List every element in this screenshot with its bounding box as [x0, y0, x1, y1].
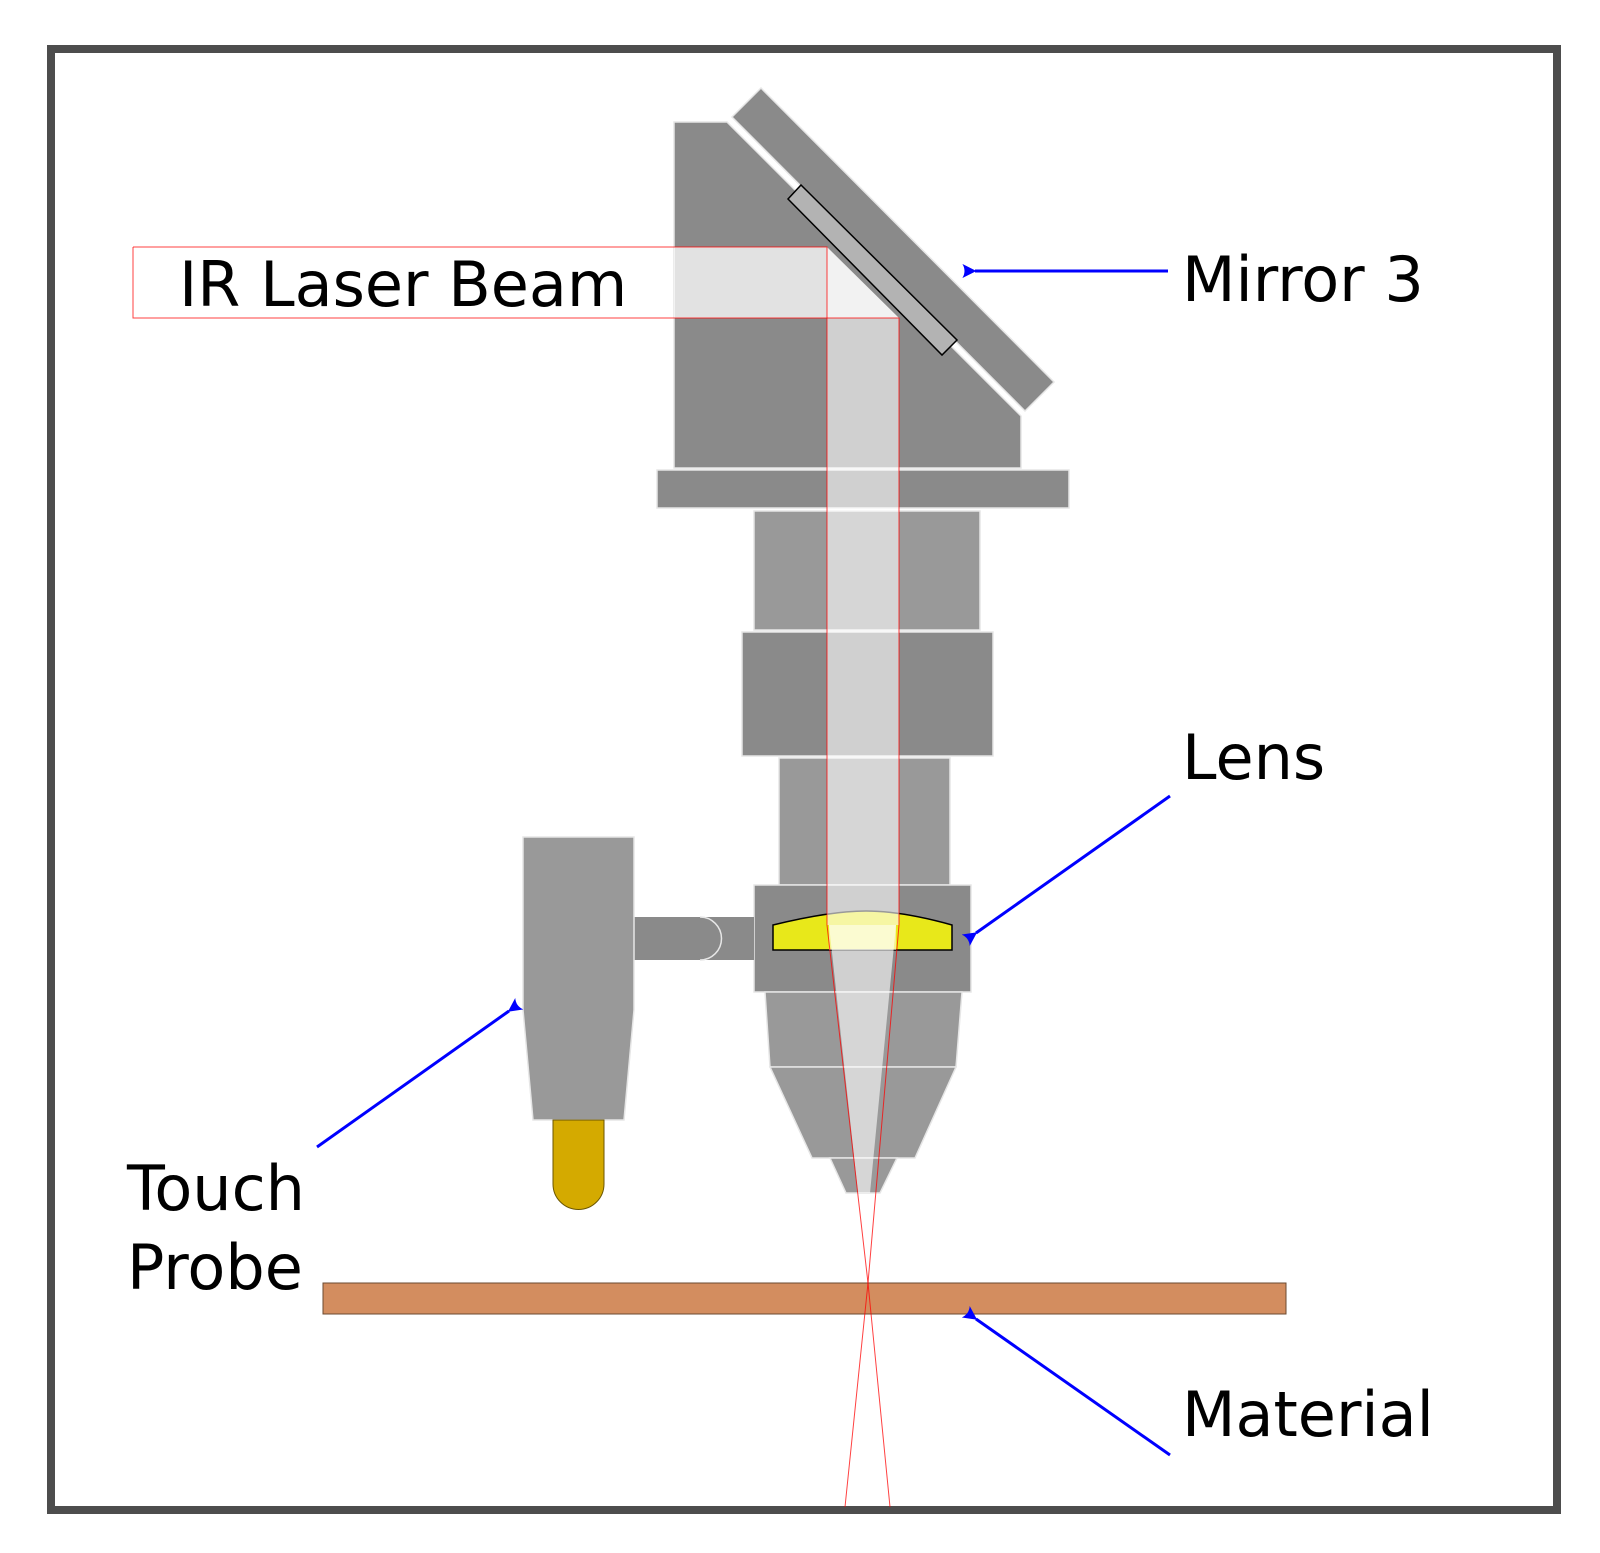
mirror-plate: [730, 86, 1056, 413]
material-arrow: [961, 1306, 1171, 1457]
probe-arrow: [316, 998, 524, 1149]
touch-probe-tip: [552, 1119, 605, 1210]
touch-probe-body: [522, 836, 635, 1121]
label-mirror-3: Mirror 3: [1182, 243, 1424, 316]
label-lens: Lens: [1182, 721, 1325, 794]
ir-laser-beam: [132, 246, 900, 1508]
probe-arm: [634, 917, 754, 960]
label-material: Material: [1182, 1378, 1434, 1451]
label-probe: Probe: [127, 1231, 303, 1304]
lens-arrow: [961, 794, 1171, 946]
diagram-frame: [47, 45, 1561, 1514]
material-sheet: [322, 1282, 1287, 1315]
probe-arm-joint: [699, 916, 723, 961]
mirror-3-glass: [786, 183, 959, 357]
label-ir-laser-beam: IR Laser Beam: [179, 248, 627, 321]
label-touch: Touch: [126, 1152, 305, 1225]
